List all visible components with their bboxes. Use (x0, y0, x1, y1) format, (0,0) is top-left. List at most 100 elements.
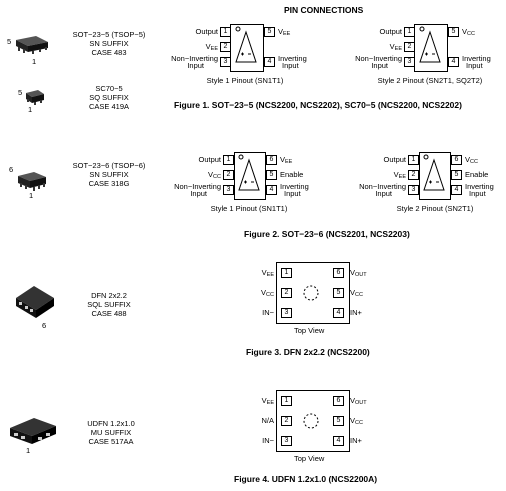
dfn-package-image (16, 286, 54, 318)
pin-5-number: 5 (448, 27, 459, 37)
pin-3-number: 3 (223, 185, 234, 195)
view-label: Top View (294, 454, 325, 463)
pin-2-label: VEE (389, 42, 402, 53)
package-case: CASE 419A (88, 102, 130, 111)
package-sot23-5-text: SOT−23−5 (TSOP−5) SN SUFFIX CASE 483 (54, 30, 164, 57)
style-caption: Style 1 Pinout (SN1T1) (206, 76, 284, 85)
sc70-5-package-image (26, 90, 44, 105)
pin1-marker-icon (238, 154, 244, 160)
style-caption: Style 2 Pinout (SN2T1) (396, 204, 474, 213)
pin1-label: 1 (32, 57, 37, 66)
pin-4-number: 4 (448, 57, 459, 67)
package-case: CASE 488 (91, 309, 127, 318)
pin-2-label: VEE (205, 42, 218, 53)
sot23-6-package-image (18, 172, 46, 191)
pin-count-label: 5 (7, 37, 12, 46)
pin-5-number: 5 (333, 288, 344, 298)
pin-1-number: 1 (404, 27, 415, 37)
pin-3-number: 3 (281, 308, 292, 318)
package-case: CASE 318G (88, 179, 130, 188)
page-header: PIN CONNECTIONS (284, 5, 364, 15)
pin-3-label: IN− (262, 436, 274, 445)
pin-2-number: 2 (404, 42, 415, 52)
pin-5-label: Enable (465, 170, 489, 179)
pin-2-label: VCC (208, 170, 221, 181)
ic-body (234, 152, 266, 200)
package-dfn-text: DFN 2x2.2 SQL SUFFIX CASE 488 (54, 291, 164, 318)
pin-6-number: 6 (333, 396, 344, 406)
package-suffix: SQ SUFFIX (89, 93, 129, 102)
pin-5-label: VCC (350, 288, 363, 299)
opamp-triangle-icon (238, 158, 260, 191)
figure-3-caption: Figure 3. DFN 2x2.2 (NCS2200) (246, 347, 370, 357)
opamp-triangle-icon (423, 158, 445, 191)
pin-5-label: VCC (350, 416, 363, 427)
style-caption: Style 2 Pinout (SN2T1, SQ2T2) (377, 76, 483, 85)
pin-6-number: 6 (266, 155, 277, 165)
pin-5-label: VCC (462, 27, 475, 38)
pin-2-number: 2 (408, 170, 419, 180)
pin-4-number: 4 (266, 185, 277, 195)
pin-3-number: 3 (408, 185, 419, 195)
pin1-marker-icon (235, 26, 241, 32)
pin-1-number: 1 (408, 155, 419, 165)
pin-5-label: VEE (278, 27, 291, 38)
figure-4-caption: Figure 4. UDFN 1.2x1.0 (NCS2200A) (234, 474, 378, 484)
pin-5-number: 5 (266, 170, 277, 180)
package-suffix: SN SUFFIX (89, 39, 129, 48)
pin-6-label: VEE (280, 155, 293, 166)
pin1-marker-icon (419, 26, 425, 32)
package-name: SOT−23−5 (TSOP−5) (72, 30, 146, 39)
pin-2-label: VEE (393, 170, 406, 181)
pin-1-label: VEE (261, 268, 274, 279)
pin-5-label: Enable (280, 170, 304, 179)
package-sot23-6-text: SOT−23−6 (TSOP−6) SN SUFFIX CASE 318G (54, 161, 164, 188)
ic-body (419, 152, 451, 200)
package-name: DFN 2x2.2 (91, 291, 127, 300)
pin-2-label: N/A (261, 416, 274, 425)
udfn-package-image (10, 418, 56, 444)
pin-1-label: Output (195, 27, 218, 36)
package-name: SC70−5 (95, 84, 123, 93)
pin-6-number: 6 (451, 155, 462, 165)
pin-4-number: 4 (264, 57, 275, 67)
package-suffix: MU SUFFIX (90, 428, 132, 437)
pin1-marker-icon (423, 154, 429, 160)
package-suffix: SN SUFFIX (89, 170, 129, 179)
pin1-label: 1 (26, 446, 31, 455)
view-label: Top View (294, 326, 325, 335)
pin-1-label: Output (383, 155, 406, 164)
package-suffix: SQL SUFFIX (87, 300, 131, 309)
pin-4-label: IN+ (350, 436, 362, 445)
pin-1-number: 1 (220, 27, 231, 37)
figure-2-caption: Figure 2. SOT−23−6 (NCS2201, NCS2203) (244, 229, 410, 239)
pin-count-label: 6 (9, 165, 14, 174)
pin-2-number: 2 (223, 170, 234, 180)
style-caption: Style 1 Pinout (SN1T1) (210, 204, 288, 213)
pin-3-number: 3 (281, 436, 292, 446)
pin-1-number: 1 (281, 268, 292, 278)
pin-6-label: VOUT (350, 268, 367, 279)
pin-3-label: IN− (262, 308, 274, 317)
package-name: UDFN 1.2x1.0 (87, 419, 135, 428)
opamp-triangle-icon (235, 30, 257, 63)
sot23-5-package-image (16, 36, 48, 54)
pin-2-number: 2 (220, 42, 231, 52)
pin-6-label: VCC (465, 155, 478, 166)
package-udfn-text: UDFN 1.2x1.0 MU SUFFIX CASE 517AA (56, 419, 166, 446)
pin-1-number: 1 (223, 155, 234, 165)
pin-5-number: 5 (451, 170, 462, 180)
pin-2-number: 2 (281, 416, 292, 426)
package-case: CASE 517AA (88, 437, 134, 446)
pin-6-number: 6 (333, 268, 344, 278)
package-case: CASE 483 (91, 48, 127, 57)
pin-1-label: Output (379, 27, 402, 36)
pin1-label: 1 (28, 105, 33, 114)
